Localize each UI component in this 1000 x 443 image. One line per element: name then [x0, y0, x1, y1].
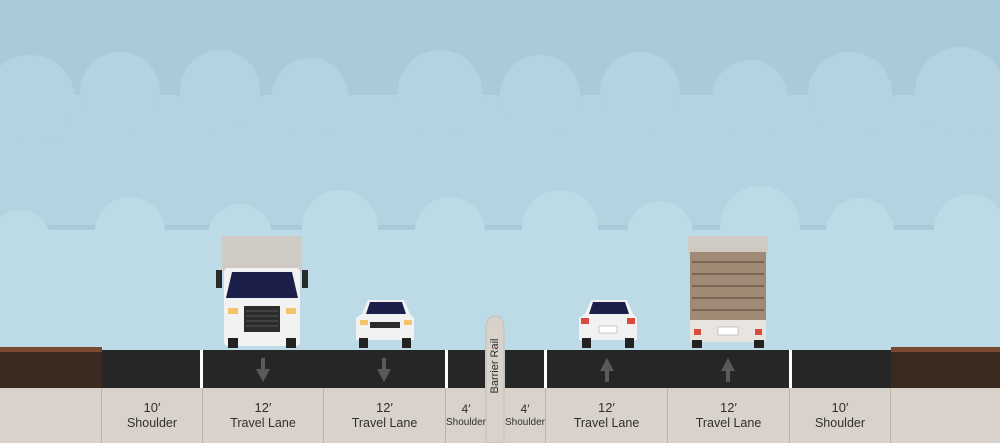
segment-label-travel-lane-3: 12′ Travel Lane — [546, 388, 667, 443]
arrow-down-icon — [377, 358, 391, 382]
box-truck-front-vehicle — [216, 236, 308, 348]
segment-width: 12′ — [254, 399, 272, 415]
label-divider — [101, 388, 102, 443]
label-divider — [667, 388, 668, 443]
car-rear-vehicle — [579, 300, 637, 348]
label-divider — [545, 388, 546, 443]
lane-markings — [200, 350, 792, 388]
barrier-rail-label: Barrier Rail — [489, 338, 501, 394]
arrow-up-icon — [721, 358, 735, 382]
label-divider — [323, 388, 324, 443]
car-front-vehicle — [356, 300, 414, 348]
segment-type: Travel Lane — [230, 415, 296, 430]
soil-left — [0, 350, 102, 388]
segment-type: Travel Lane — [695, 415, 762, 430]
segment-width: 10′ — [831, 399, 849, 415]
barrier-rail — [485, 315, 505, 443]
segment-label-travel-lane-4: 12′ Travel Lane — [668, 388, 789, 443]
label-divider — [202, 388, 203, 443]
segment-width: 12′ — [598, 399, 615, 415]
segment-type: Shoulder — [504, 416, 546, 428]
segment-type: Shoulder — [445, 416, 487, 428]
label-divider — [890, 388, 891, 443]
segment-label-shoulder-inner-left: 4′ Shoulder — [446, 388, 486, 443]
segment-label-shoulder-left: 10′ Shoulder — [102, 388, 202, 443]
segment-width: 4′ — [520, 401, 530, 416]
segment-label-travel-lane-2: 12′ Travel Lane — [324, 388, 445, 443]
segment-type: Travel Lane — [573, 415, 640, 430]
label-divider — [789, 388, 790, 443]
label-divider — [445, 388, 446, 443]
roadway-left — [102, 350, 485, 388]
segment-width: 4′ — [461, 401, 471, 416]
segment-label-shoulder-inner-right: 4′ Shoulder — [505, 388, 545, 443]
segment-label-travel-lane-1: 12′ Travel Lane — [203, 388, 323, 443]
soil-right — [891, 350, 1000, 388]
arrow-down-icon — [256, 358, 270, 382]
roadway-right — [505, 350, 891, 388]
segment-width: 12′ — [376, 399, 393, 415]
segment-width: 12′ — [720, 399, 737, 415]
segment-label-shoulder-right: 10′ Shoulder — [790, 388, 890, 443]
segment-type: Travel Lane — [351, 415, 418, 430]
arrow-up-icon — [600, 358, 614, 382]
box-truck-rear-vehicle — [688, 236, 768, 348]
segment-type: Shoulder — [814, 415, 866, 430]
cloud-band-back — [0, 47, 1000, 225]
segment-type: Shoulder — [126, 415, 178, 430]
segment-width: 10′ — [143, 399, 161, 415]
